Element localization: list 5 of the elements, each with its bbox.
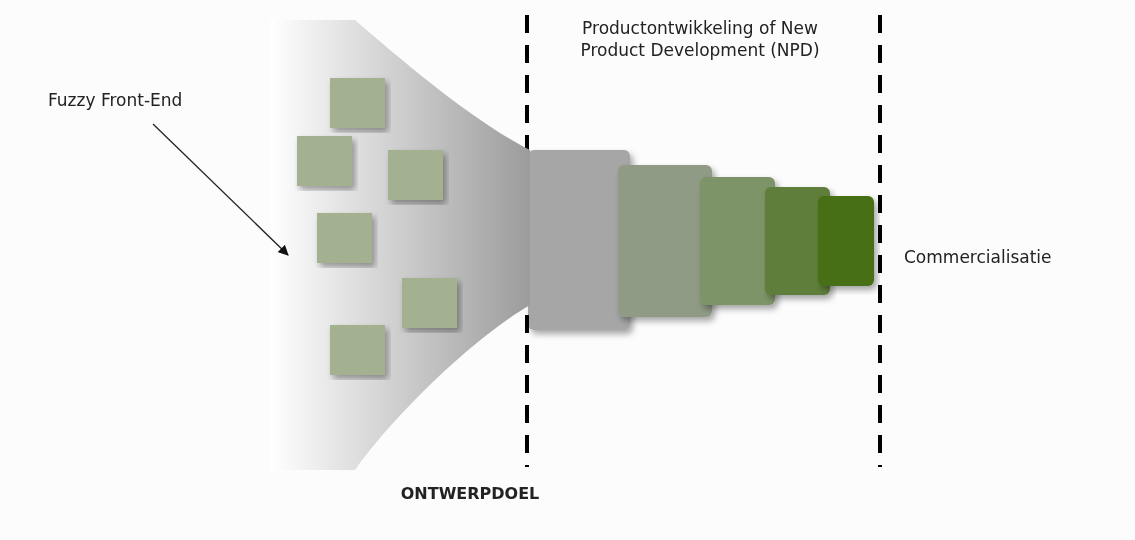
section-title: Productontwikkeling of New Product Development (NPD) xyxy=(579,17,821,62)
arrow xyxy=(152,123,289,256)
annotation-text: Fuzzy Front-End xyxy=(48,90,184,110)
stage-label: Commercialisatie xyxy=(904,246,1053,269)
goal-label: ONTWERPDOEL xyxy=(399,484,541,505)
